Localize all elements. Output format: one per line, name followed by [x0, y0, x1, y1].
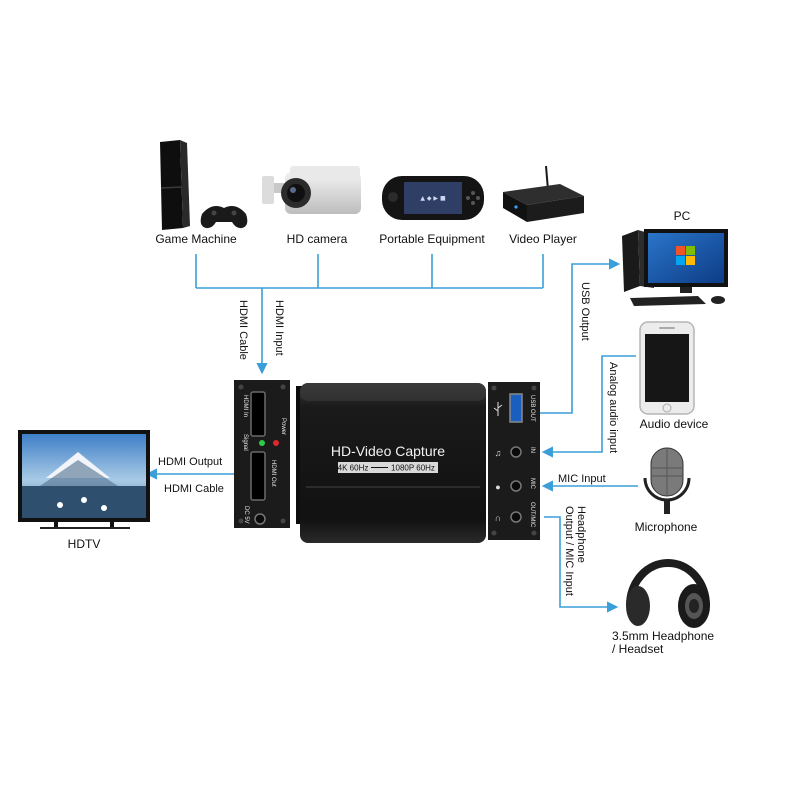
device-spec-right: 1080P 60Hz [391, 464, 435, 473]
headphone-output-label-line2: Output / MIC Input [563, 506, 575, 596]
panel-signal-label: Signal [242, 434, 248, 451]
video-player-label: Video Player [509, 232, 577, 246]
microphone-icon [643, 447, 691, 514]
hd-camera-label: HD camera [287, 232, 348, 246]
pc-icon [622, 229, 728, 306]
audio-device-label: Audio device [640, 417, 709, 431]
analog-audio-icon: ♫ [495, 448, 502, 458]
device-right-panel: ♫ ● ∩ [488, 382, 540, 540]
microphone-label: Microphone [635, 520, 698, 534]
mic-port-icon: ● [495, 482, 500, 492]
usb-output-arrow [540, 258, 621, 414]
panel-in-label: IN [529, 447, 535, 453]
device-left-panel [234, 380, 306, 528]
hdmi-output-label: HDMI Output [158, 456, 222, 468]
hdmi-input-label: HDMI Input [273, 300, 285, 356]
headphone-icon [626, 559, 710, 628]
out-mic-jack [510, 511, 522, 523]
hdmi-cable-top-label: HDMI Cable [237, 300, 249, 360]
signal-led [259, 440, 265, 446]
headphone-arrow [544, 516, 619, 613]
device-title: HD-Video Capture [331, 443, 445, 459]
power-led [273, 440, 279, 446]
usb-output-label: USB Output [579, 282, 591, 341]
portable-equipment-label: Portable Equipment [379, 232, 485, 246]
hdtv-icon [18, 430, 150, 529]
panel-usb-out-label: USB OUT [529, 395, 535, 422]
usb-icon [493, 402, 503, 416]
headphone-output-label-line1: Headphone [575, 506, 587, 563]
mic-input-label: MIC Input [558, 473, 606, 485]
analog-audio-input-label: Analog audio input [607, 362, 619, 453]
panel-dc-5v-label: DC 5V [243, 506, 249, 524]
analog-audio-arrow [541, 355, 636, 458]
connection-lines [145, 254, 638, 613]
usb-out-port [509, 393, 523, 423]
mic-jack [510, 480, 522, 492]
game-machine-label: Game Machine [155, 232, 237, 246]
dc-5v-jack [254, 513, 266, 525]
hdtv-label: HDTV [68, 537, 101, 551]
headphone-label-line2: / Headset [612, 642, 664, 656]
hdmi-out-port [250, 451, 266, 501]
hdmi-cable-left-label: HDMI Cable [164, 483, 224, 495]
headphone-port-icon: ∩ [495, 513, 501, 523]
svg-text:▲ ◆ ▶ ■: ▲ ◆ ▶ ■ [420, 195, 446, 202]
headphone-label-line1: 3.5mm Headphone [612, 629, 714, 643]
pc-label: PC [674, 209, 691, 223]
panel-hdmi-in-label: HDMI In [242, 395, 248, 417]
panel-mic-label: MIC [529, 478, 535, 490]
hd-camera-icon [262, 166, 361, 214]
video-player-icon [503, 165, 584, 222]
audio-device-icon [639, 321, 695, 415]
panel-power-label: Power [280, 418, 286, 435]
portable-equipment-icon: ▲ ◆ ▶ ■ [382, 176, 484, 220]
hdmi-in-port [250, 391, 266, 437]
analog-in-jack [510, 446, 522, 458]
game-machine-icon [160, 140, 248, 230]
panel-out-mic-label: OUT/MIC [529, 502, 535, 528]
device-spec-left: 4K 60Hz [338, 464, 369, 473]
panel-hdmi-out-label: HDMI Out [270, 460, 276, 487]
